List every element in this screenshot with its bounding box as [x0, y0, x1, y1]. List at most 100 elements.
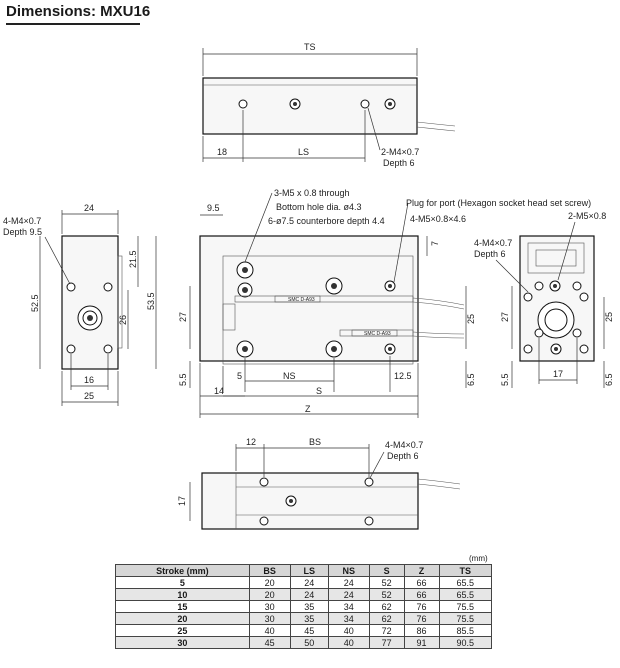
- cell-s: 52: [368, 576, 405, 589]
- left-callout: 4-M4×0.7: [3, 216, 41, 226]
- dim-9-5: 9.5: [207, 203, 220, 213]
- cell-ns: 34: [327, 600, 370, 613]
- dim-5-5-right: 5.5: [500, 373, 510, 386]
- cell-ts: 65.5: [438, 576, 493, 589]
- dim-26: 26: [118, 315, 128, 325]
- cell-s: 52: [368, 588, 405, 601]
- cell-z: 66: [403, 588, 440, 601]
- dim-12-5: 12.5: [394, 371, 412, 381]
- cell-ns: 24: [327, 588, 370, 601]
- dim-25-left: 25: [84, 391, 94, 401]
- right-callout: 4-M4×0.7: [474, 238, 512, 248]
- dim-53-5: 53.5: [146, 292, 156, 310]
- technical-drawing: TS 18 LS 2-M4×0.7 Depth 6 24 4-M4×0.7 De…: [3, 42, 614, 530]
- bottom-hole-callout: Bottom hole dia. ø4.3: [276, 202, 362, 212]
- cell-ts: 85.5: [438, 624, 493, 637]
- dim-27-front: 27: [178, 312, 188, 322]
- top-callout-depth: Depth 6: [383, 158, 415, 168]
- dim-14: 14: [214, 386, 224, 396]
- m5-46-callout: 4-M5×0.8×4.6: [410, 214, 466, 224]
- header-ts: TS: [438, 564, 493, 577]
- cell-z: 76: [403, 612, 440, 625]
- dimension-table: Stroke (mm) BS LS NS S Z TS 5 20 24 24 5…: [115, 564, 493, 649]
- header-ns: NS: [327, 564, 370, 577]
- dim-z: Z: [305, 404, 311, 414]
- header-ls: LS: [289, 564, 329, 577]
- cell-bs: 20: [248, 576, 291, 589]
- cell-ls: 35: [289, 600, 329, 613]
- sensor-mark-upper: SMC D-A93: [288, 297, 315, 303]
- cell-bs: 30: [248, 600, 291, 613]
- header-s: S: [368, 564, 405, 577]
- dim-7: 7: [430, 241, 440, 246]
- table-row: 5 20 24 24 52 66 65.5: [115, 576, 493, 589]
- dim-ns: NS: [283, 371, 296, 381]
- cell-stroke: 10: [115, 588, 250, 601]
- table-row: 10 20 24 24 52 66 65.5: [115, 588, 493, 601]
- cell-bs: 40: [248, 624, 291, 637]
- dim-6-5-front: 6.5: [466, 373, 476, 386]
- cell-ts: 65.5: [438, 588, 493, 601]
- dim-5-front: 5: [237, 371, 242, 381]
- m5-2-callout: 2-M5×0.8: [568, 211, 606, 221]
- page-title: Dimensions: MXU16: [6, 3, 151, 20]
- cell-ls: 35: [289, 612, 329, 625]
- dim-25-front: 25: [466, 314, 476, 324]
- right-end-view: 2-M5×0.8 4-M4×0.7 Depth 6 27 5.5 25 6.5 …: [474, 211, 614, 388]
- header-stroke: Stroke (mm): [115, 564, 250, 577]
- dim-ls: LS: [298, 147, 309, 157]
- cell-z: 91: [403, 636, 440, 649]
- dim-52-5: 52.5: [30, 294, 40, 312]
- left-end-view: 24 4-M4×0.7 Depth 9.5 52.5 21.5 26 53.5 …: [3, 203, 157, 406]
- cell-ls: 45: [289, 624, 329, 637]
- header-z: Z: [403, 564, 440, 577]
- top-callout: 2-M4×0.7: [381, 147, 419, 157]
- table-unit: (mm): [469, 554, 488, 563]
- cell-s: 62: [368, 600, 405, 613]
- right-callout-depth: Depth 6: [474, 249, 506, 259]
- top-view: TS 18 LS 2-M4×0.7 Depth 6: [202, 42, 456, 168]
- cell-stroke: 5: [115, 576, 250, 589]
- cell-s: 72: [368, 624, 405, 637]
- dim-17-right: 17: [553, 369, 563, 379]
- table-row: 20 30 35 34 62 76 75.5: [115, 612, 493, 625]
- front-view: SMC D-A93 SMC D-A93 3-M5 x 0.8 through B…: [178, 188, 591, 418]
- dim-6-5-right: 6.5: [604, 373, 614, 386]
- dim-16: 16: [84, 375, 94, 385]
- dim-s: S: [316, 386, 322, 396]
- bottom-callout-depth: Depth 6: [387, 451, 419, 461]
- counterbore-callout: 6-ø7.5 counterbore depth 4.4: [268, 216, 385, 226]
- cell-bs: 45: [248, 636, 291, 649]
- dim-5-5-front: 5.5: [178, 373, 188, 386]
- plug-callout: Plug for port (Hexagon socket head set s…: [406, 198, 591, 208]
- cell-stroke: 15: [115, 600, 250, 613]
- cell-s: 62: [368, 612, 405, 625]
- bottom-callout: 4-M4×0.7: [385, 440, 423, 450]
- dim-bs: BS: [309, 437, 321, 447]
- cell-ns: 40: [327, 624, 370, 637]
- cell-z: 86: [403, 624, 440, 637]
- table-row: 25 40 45 40 72 86 85.5: [115, 624, 493, 637]
- table-row: 30 45 50 40 77 91 90.5: [115, 636, 493, 649]
- cell-z: 66: [403, 576, 440, 589]
- cell-ns: 34: [327, 612, 370, 625]
- cell-ts: 75.5: [438, 600, 493, 613]
- dim-25-right: 25: [604, 312, 614, 322]
- cell-ls: 50: [289, 636, 329, 649]
- table-row: 15 30 35 34 62 76 75.5: [115, 600, 493, 613]
- through-callout: 3-M5 x 0.8 through: [274, 188, 350, 198]
- dim-12: 12: [246, 437, 256, 447]
- dim-18: 18: [217, 147, 227, 157]
- cell-z: 76: [403, 600, 440, 613]
- title-underline: [6, 23, 140, 25]
- dim-24: 24: [84, 203, 94, 213]
- dim-17-bottom: 17: [177, 496, 187, 506]
- cell-stroke: 30: [115, 636, 250, 649]
- header-bs: BS: [248, 564, 291, 577]
- sensor-mark-lower: SMC D-A93: [364, 331, 391, 337]
- cell-ts: 90.5: [438, 636, 493, 649]
- bottom-view: 12 BS 4-M4×0.7 Depth 6 17: [177, 437, 461, 530]
- table-header-row: Stroke (mm) BS LS NS S Z TS: [115, 564, 493, 577]
- left-callout-depth: Depth 9.5: [3, 227, 42, 237]
- cell-ts: 75.5: [438, 612, 493, 625]
